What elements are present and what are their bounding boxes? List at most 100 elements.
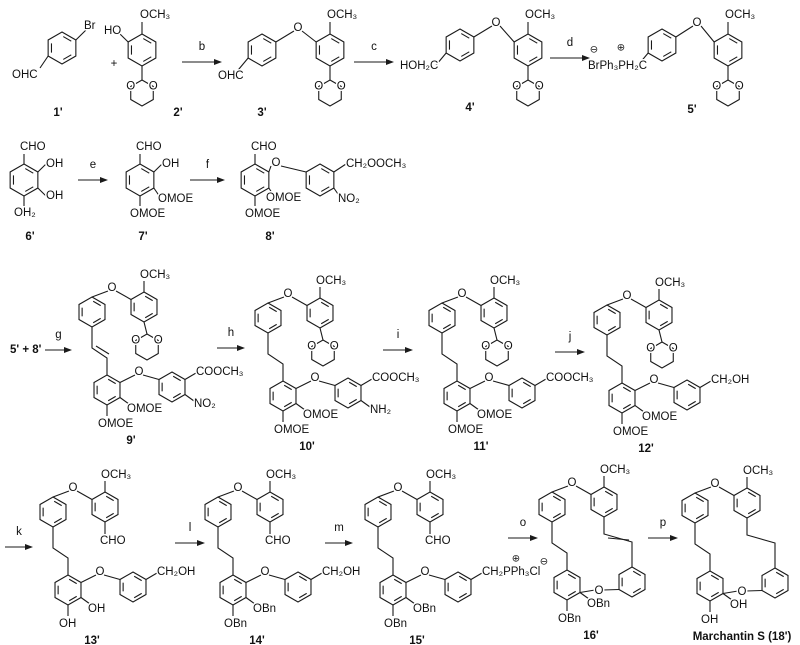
arrow-c: c bbox=[354, 40, 394, 65]
bond bbox=[105, 495, 114, 502]
reagent-label: p bbox=[660, 517, 666, 529]
bond bbox=[604, 507, 613, 514]
bond bbox=[575, 485, 592, 495]
arrow-g: g bbox=[45, 328, 72, 353]
omoe-group: OMOE bbox=[245, 208, 280, 220]
bond bbox=[268, 165, 272, 173]
ring-oxygen: O bbox=[314, 81, 323, 93]
bond bbox=[348, 398, 357, 405]
omoe-group: OMOE bbox=[158, 193, 193, 205]
aldehyde-group: OHC bbox=[218, 70, 244, 82]
bond bbox=[280, 165, 307, 173]
arrow-d: d bbox=[550, 36, 590, 61]
ring-substituent: OH bbox=[730, 599, 747, 611]
omoe-group: OMOE bbox=[130, 208, 165, 220]
bond bbox=[37, 163, 47, 173]
bond bbox=[53, 517, 62, 524]
bond bbox=[91, 290, 109, 298]
arrowhead-icon bbox=[405, 347, 413, 353]
bond bbox=[441, 296, 459, 304]
bond bbox=[441, 333, 458, 381]
bond bbox=[377, 527, 394, 575]
compound-label: 5' bbox=[687, 104, 696, 116]
bond bbox=[184, 372, 197, 380]
hydroxy-group: HO bbox=[104, 25, 121, 37]
bond bbox=[119, 33, 129, 43]
bond bbox=[745, 589, 763, 592]
ring-oxygen: O bbox=[337, 81, 346, 93]
bond bbox=[298, 575, 307, 582]
bond bbox=[318, 380, 336, 387]
ring-oxygen: O bbox=[126, 81, 135, 93]
bond bbox=[333, 187, 341, 198]
ring-substituent: NO₂ bbox=[194, 398, 216, 410]
bond bbox=[291, 296, 308, 306]
reagent-label: g bbox=[55, 329, 61, 341]
bond bbox=[153, 163, 163, 173]
bond bbox=[267, 333, 284, 381]
compound-label: Marchantin S (18') bbox=[693, 631, 792, 643]
bond bbox=[245, 597, 256, 605]
ring-substituent: OMOE bbox=[303, 409, 338, 421]
bond bbox=[632, 570, 641, 577]
arrow-j: j bbox=[555, 330, 585, 355]
compound-label: 6' bbox=[25, 231, 34, 243]
bond bbox=[378, 517, 387, 524]
bond bbox=[95, 345, 110, 355]
arrow-l: l bbox=[175, 521, 205, 546]
reagent-label: b bbox=[199, 41, 205, 53]
bond bbox=[430, 495, 439, 502]
bond bbox=[237, 57, 249, 71]
bond bbox=[145, 572, 158, 580]
bond bbox=[746, 518, 776, 568]
arrow-k: k bbox=[5, 525, 33, 550]
reagent-label: l bbox=[189, 522, 192, 534]
bond bbox=[268, 323, 277, 330]
bond bbox=[24, 168, 34, 174]
arrowhead-icon bbox=[217, 177, 225, 183]
ether-oxygen: O bbox=[96, 566, 105, 578]
bond bbox=[68, 578, 77, 585]
bond bbox=[695, 496, 704, 503]
aldehyde-group: CHO bbox=[265, 535, 291, 547]
bond bbox=[105, 512, 114, 519]
bond bbox=[522, 398, 531, 405]
bond bbox=[24, 186, 34, 192]
bond bbox=[493, 327, 498, 341]
bond bbox=[142, 56, 152, 62]
arrowhead-icon bbox=[237, 345, 245, 351]
bond bbox=[330, 56, 340, 62]
bond bbox=[499, 25, 515, 43]
ring-substituent: OMOE bbox=[642, 411, 677, 423]
ring-oxygen: O bbox=[512, 81, 521, 93]
dioxane-ring bbox=[716, 79, 740, 107]
bond bbox=[217, 527, 234, 575]
bond bbox=[567, 573, 576, 580]
reagent-label: i bbox=[397, 329, 400, 341]
ring-oxygen: O bbox=[535, 81, 544, 93]
bond bbox=[172, 375, 181, 382]
bond bbox=[377, 490, 395, 498]
bond bbox=[469, 403, 480, 411]
bond bbox=[39, 55, 49, 69]
bond bbox=[330, 38, 340, 44]
bond bbox=[172, 392, 181, 399]
ether-oxygen: O bbox=[568, 477, 577, 489]
bond bbox=[522, 381, 531, 388]
bond bbox=[458, 575, 467, 582]
reagent-label: d bbox=[567, 37, 573, 49]
ester-group: CH₂OOCH₃ bbox=[346, 158, 407, 170]
compound-label: 2' bbox=[173, 107, 182, 119]
bond bbox=[298, 592, 307, 599]
bond bbox=[393, 595, 402, 602]
ring-substituent: OBn bbox=[558, 613, 581, 625]
bond bbox=[659, 303, 668, 310]
reactant-combination: 5' + 8' bbox=[10, 344, 42, 356]
